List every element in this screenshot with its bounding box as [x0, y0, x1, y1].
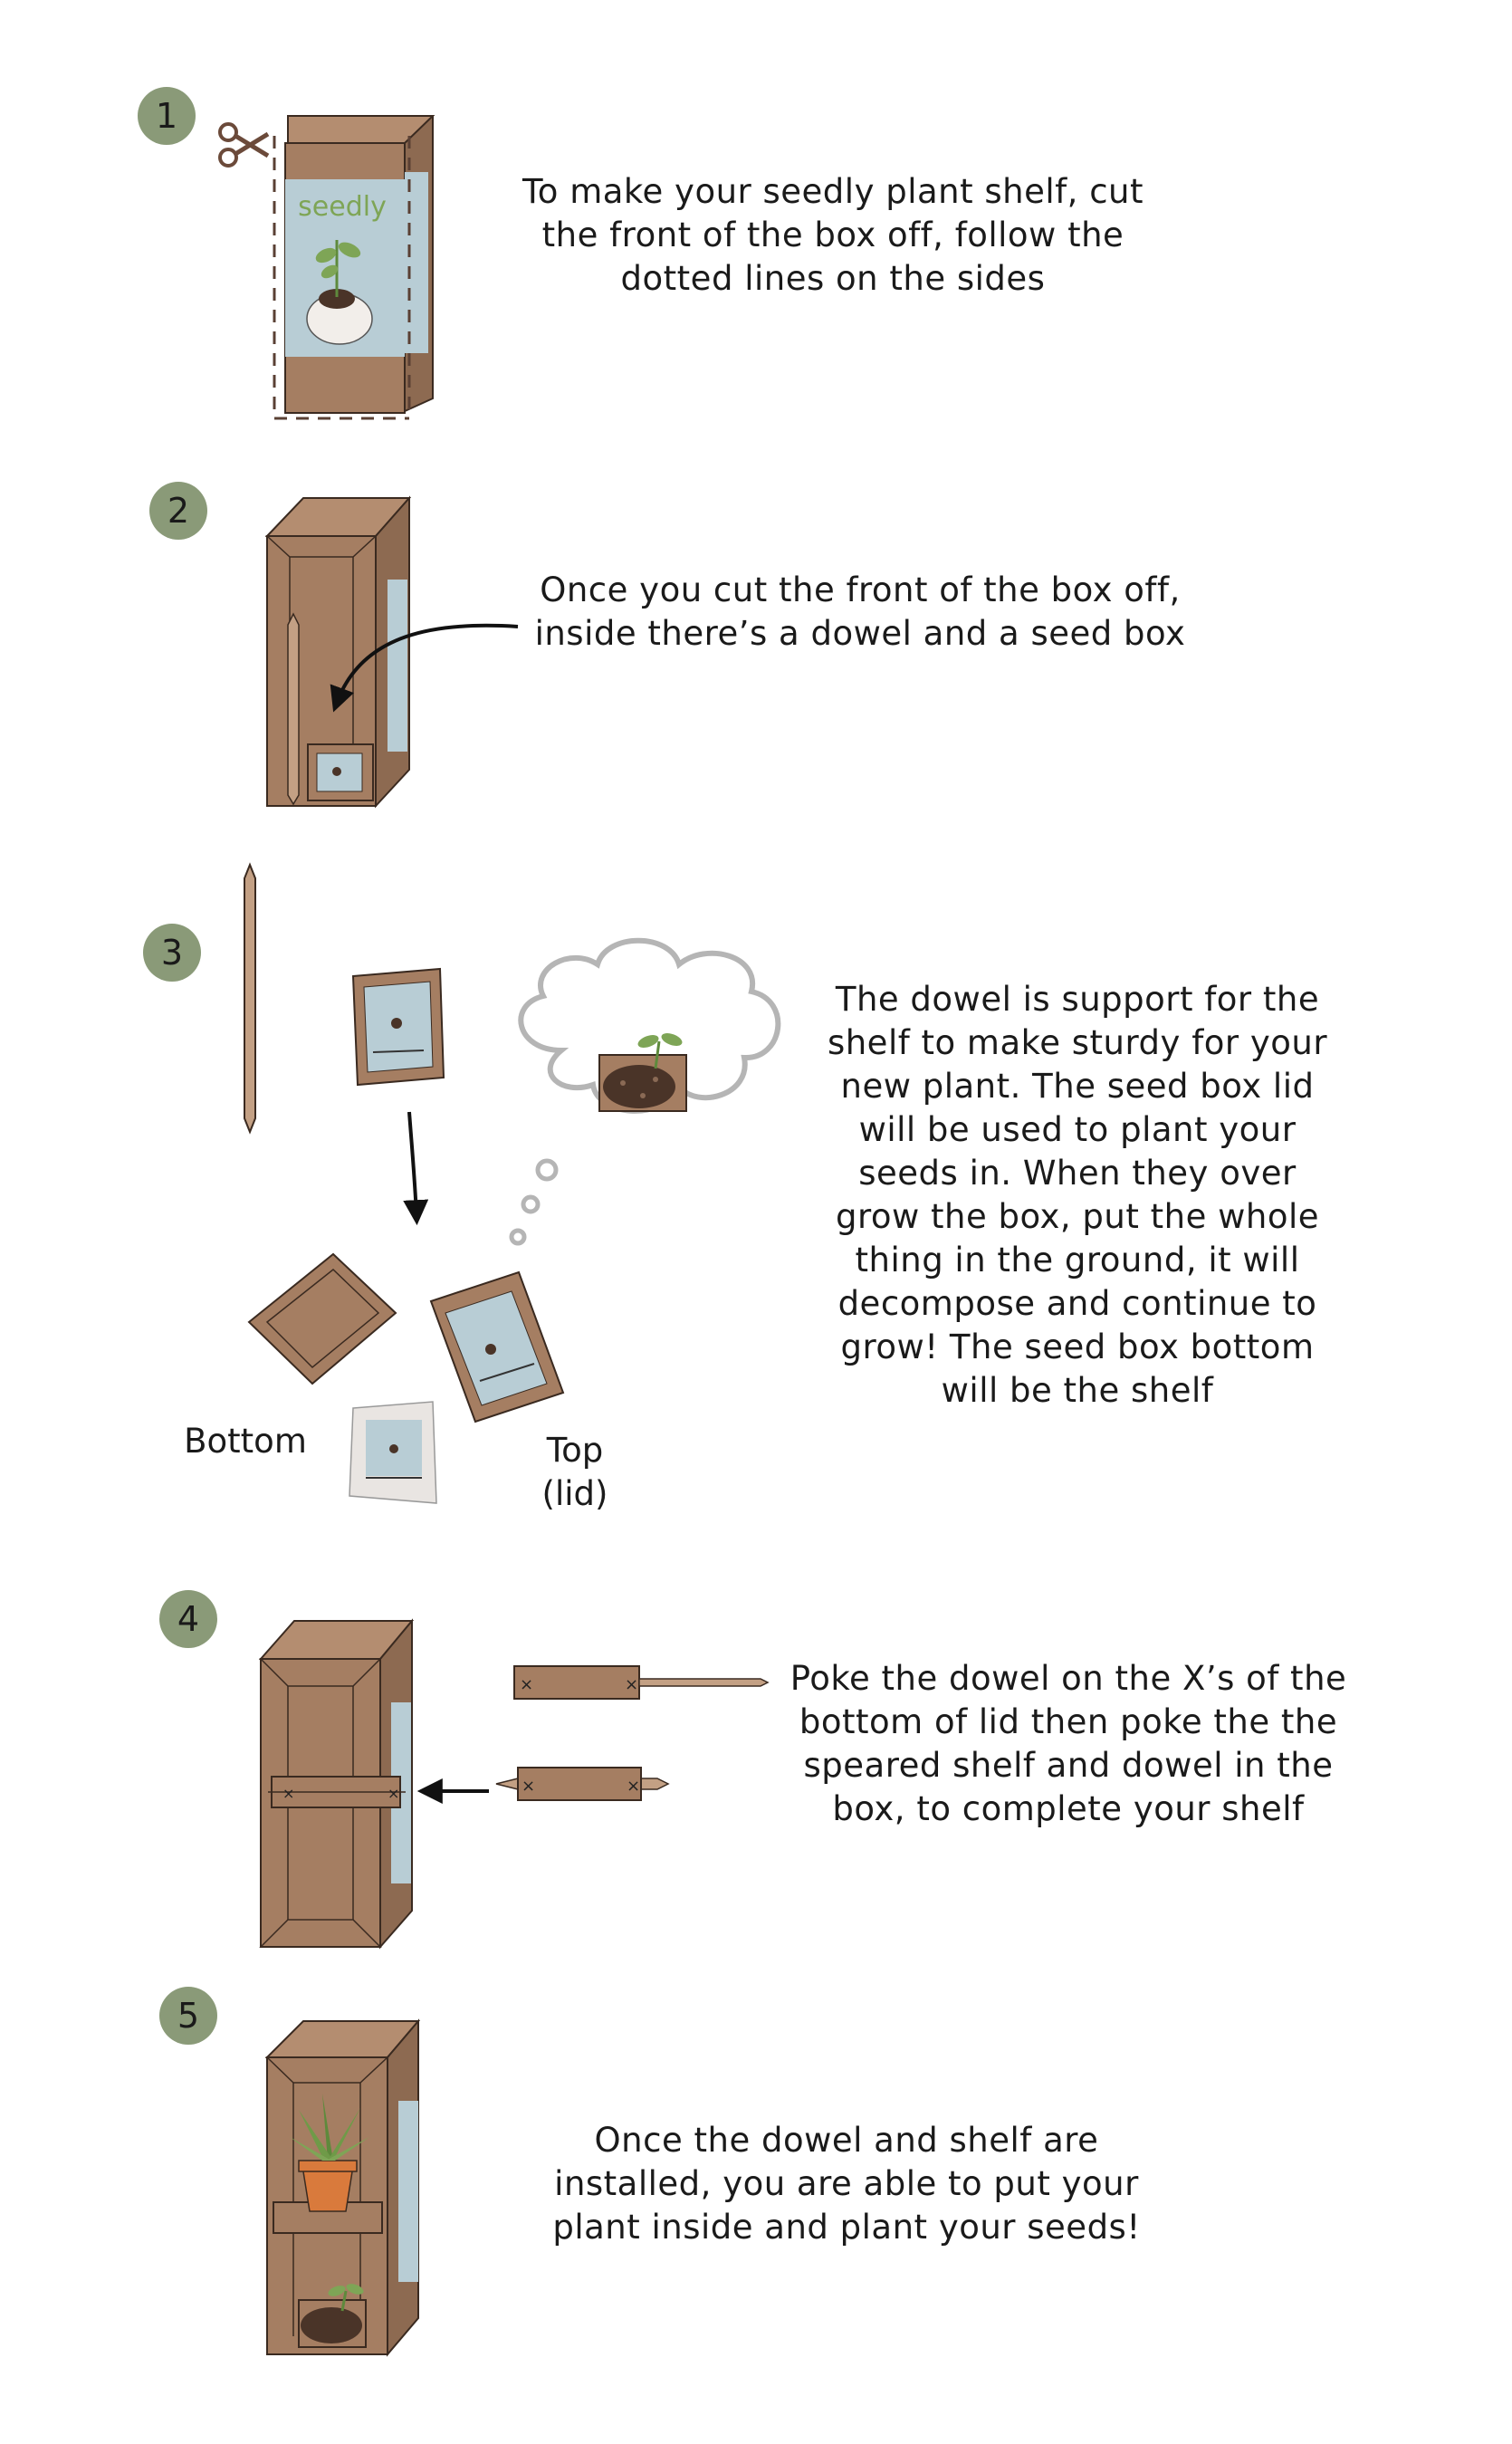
svg-text:×: ×: [627, 1777, 640, 1796]
step-4-line: bottom of lid then poke the the: [799, 1702, 1338, 1741]
step-5-line: plant inside and plant your seeds!: [552, 2208, 1141, 2247]
step-4-speared-shelf: × ×: [495, 1767, 670, 1801]
bottom-label: Bottom: [184, 1422, 307, 1461]
step-3-line: will be used to plant your: [858, 1110, 1297, 1149]
step-2-line: inside there’s a dowel and a seed box: [534, 614, 1186, 653]
step-4-line: Poke the dowel on the X’s of the: [789, 1659, 1347, 1698]
step-5-badge: 5: [159, 1987, 217, 2045]
step-3-line: grow the box, put the whole: [835, 1197, 1319, 1236]
step-3-dowel: [244, 862, 256, 1135]
step-4-box: × ×: [258, 1618, 415, 1950]
top-label: Top: [546, 1431, 604, 1470]
svg-text:×: ×: [388, 1785, 399, 1802]
step-2-open-box: [264, 495, 412, 809]
step-2-instructions: Once you cut the front of the box off, i…: [516, 569, 1204, 656]
step-3-badge: 3: [143, 924, 201, 982]
lid-label: (lid): [541, 1474, 608, 1513]
step-1-box: seedly: [273, 115, 435, 420]
step-5-finished-shelf: [264, 2018, 421, 2357]
step-3-line: seeds in. When they over: [858, 1154, 1297, 1193]
step-3-line: The dowel is support for the: [835, 980, 1320, 1019]
step-2-line: Once you cut the front of the box off,: [540, 570, 1181, 609]
step-5-line: Once the dowel and shelf are: [594, 2121, 1099, 2160]
step-1-instructions: To make your seedly plant shelf, cut the…: [507, 170, 1159, 301]
svg-text:×: ×: [522, 1777, 535, 1796]
step-4-lid-with-dowel: × ×: [513, 1665, 770, 1700]
svg-text:×: ×: [282, 1785, 294, 1802]
svg-text:×: ×: [520, 1675, 533, 1694]
step-3-seed-packet: [349, 1401, 437, 1504]
step-5-line: installed, you are able to put your: [554, 2164, 1139, 2203]
scissors-icon: [218, 122, 270, 168]
step-4-instructions: Poke the dowel on the X’s of the bottom …: [779, 1657, 1358, 1831]
step-3-line: will be the shelf: [941, 1371, 1214, 1410]
step-1-line: To make your seedly plant shelf, cut: [522, 172, 1144, 211]
thought-bubble-icon: [509, 937, 781, 1246]
step-3-bottom-piece: [247, 1252, 397, 1385]
step-1-line: dotted lines on the sides: [620, 259, 1046, 298]
step-4-badge: 4: [159, 1590, 217, 1648]
step-3-lid-piece: [429, 1270, 565, 1423]
svg-text:×: ×: [625, 1675, 638, 1694]
step-4-line: speared shelf and dowel in the: [803, 1746, 1334, 1785]
step-3-line: grow! The seed box bottom: [840, 1327, 1315, 1366]
step-3-seed-box: [351, 967, 445, 1087]
down-arrow-icon: [403, 1111, 429, 1226]
step-4-line: box, to complete your shelf: [832, 1789, 1305, 1828]
step-3-line: decompose and continue to: [837, 1284, 1317, 1323]
step-1-line: the front of the box off, follow the: [541, 216, 1124, 254]
step-5-instructions: Once the dowel and shelf are installed, …: [534, 2119, 1159, 2249]
top-lid-label: Top (lid): [525, 1429, 625, 1516]
step-1-badge: 1: [138, 87, 196, 145]
step-3-line: thing in the ground, it will: [855, 1241, 1300, 1280]
step-3-line: shelf to make sturdy for your: [827, 1023, 1328, 1062]
step-3-line: new plant. The seed box lid: [840, 1067, 1315, 1106]
step-2-badge: 2: [149, 482, 207, 540]
step-3-instructions: The dowel is support for the shelf to ma…: [797, 978, 1358, 1413]
brand-text: seedly: [298, 191, 387, 223]
curved-arrow-icon: [330, 623, 519, 713]
